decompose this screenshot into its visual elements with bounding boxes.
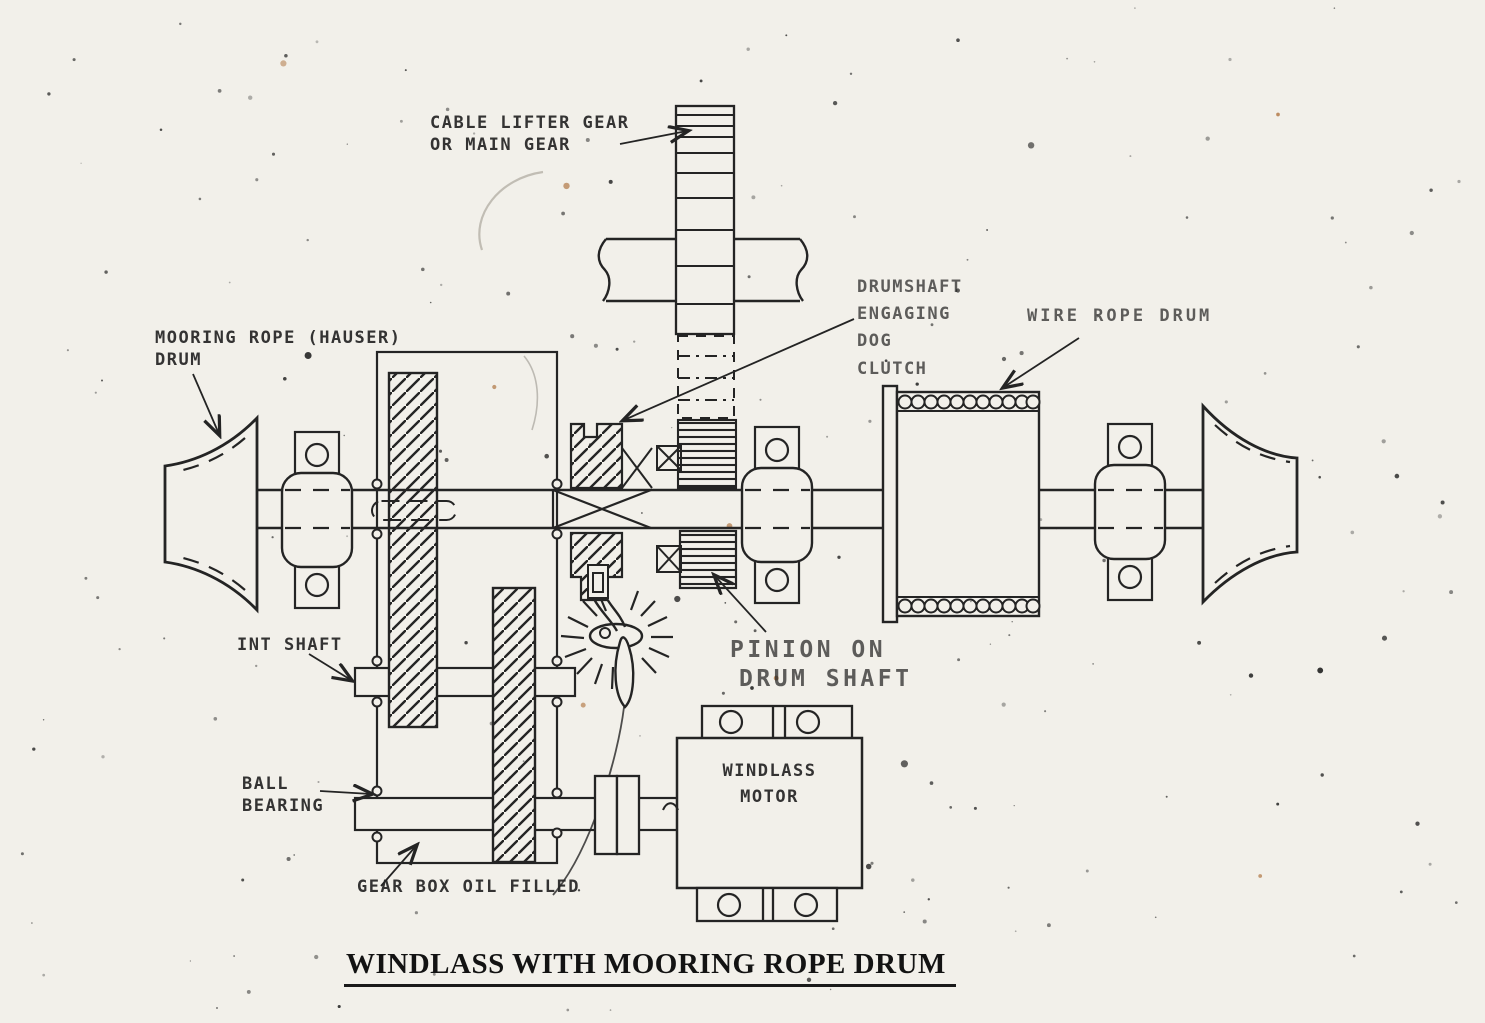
motor-coupling	[593, 774, 641, 856]
label-ball-bearing: BALL BEARING	[242, 774, 325, 817]
wire-rope-drum-shape	[881, 384, 1041, 624]
scan-scratch	[523, 355, 539, 431]
leader-wire-rope-drum	[1004, 337, 1080, 387]
label-int-shaft: INT SHAFT	[237, 635, 343, 655]
pawl-mount	[587, 564, 609, 599]
leader-int-shaft	[308, 653, 351, 680]
plummer-bearing-middle	[740, 425, 814, 605]
main-drum-shaft	[258, 488, 1203, 530]
label-cable-lifter-gear: CABLE LIFTER GEAR OR MAIN GEAR	[430, 113, 630, 156]
leader-cable-lifter	[619, 131, 687, 145]
photocopy-speckles-front	[20, 40, 1432, 1012]
mooring-rope-drum-shape	[163, 414, 259, 614]
housing-bearing-balls	[371, 478, 563, 843]
plummer-bearing-right	[1093, 422, 1167, 602]
reduction-gear-large	[387, 371, 439, 729]
gearbox-housing	[375, 350, 559, 865]
label-pinion-on-drum-shaft: PINION ON DRUM SHAFT	[730, 637, 913, 692]
leader-dog-clutch	[624, 318, 855, 420]
label-mooring-rope-drum: MOORING ROPE (HAUSER) DRUM	[155, 328, 402, 371]
label-windlass-motor: WINDLASS MOTOR	[722, 761, 817, 808]
leader-mooring-drum	[192, 373, 219, 434]
pinion-on-drum-shaft	[676, 418, 738, 590]
shaft-key-slot	[371, 500, 457, 521]
windlass-motor-shape	[662, 704, 864, 923]
leader-gear-box	[380, 846, 416, 887]
main-gear-hidden-part	[677, 335, 735, 419]
label-gear-box: GEAR BOX OIL FILLED	[357, 877, 580, 897]
clutch-bearing-boxes	[656, 445, 682, 573]
hidden-shaft-in-bearings	[285, 488, 1163, 530]
label-drumshaft-dog-clutch: DRUMSHAFT ENGAGING DOG CLUTCH	[857, 277, 963, 379]
leader-ball-bearing	[319, 791, 371, 794]
figure-caption: WINDLASS WITH MOORING ROPE DRUM	[344, 948, 956, 987]
scan-smudge-arc	[478, 170, 544, 251]
label-wire-rope-drum: WIRE ROPE DRUM	[1027, 306, 1213, 326]
warping-drum-right-shape	[1201, 402, 1299, 606]
leader-lines	[192, 131, 1080, 887]
plummer-bearing-left	[280, 430, 354, 610]
cable-lifter-main-gear	[674, 104, 736, 336]
reduction-gear-second	[491, 586, 537, 864]
leader-pinion	[715, 576, 767, 633]
